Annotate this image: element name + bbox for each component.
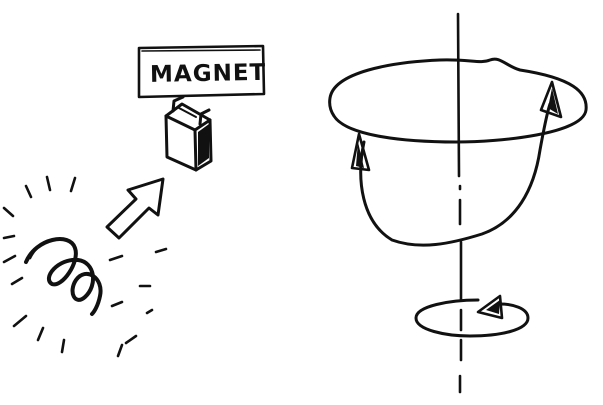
vibration-lines xyxy=(4,177,166,356)
rotation-arrow-icon xyxy=(416,296,528,336)
bowl-arrow-right-icon xyxy=(541,82,561,117)
magnet-block-icon xyxy=(166,97,211,170)
bowl-arrow-left-icon xyxy=(352,134,369,170)
coil-spring-icon xyxy=(26,239,101,314)
magnet-label-box: MAGNET xyxy=(139,46,266,97)
block-arrow-icon xyxy=(107,179,163,238)
magnet-label: MAGNET xyxy=(150,60,267,88)
